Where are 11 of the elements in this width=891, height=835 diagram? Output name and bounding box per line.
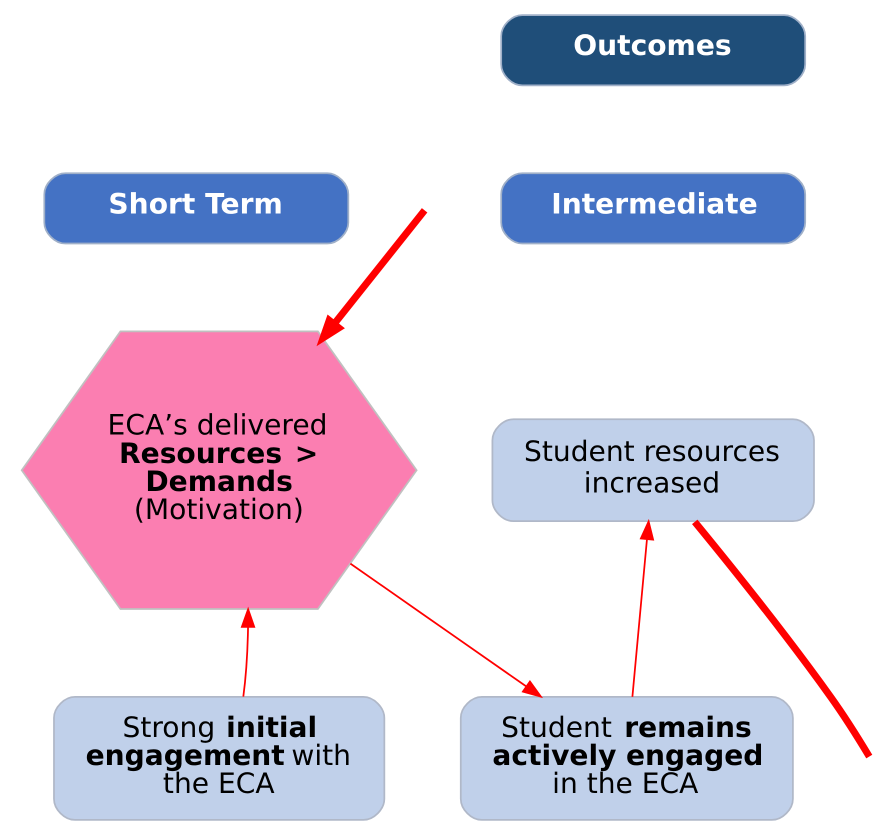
node-box: Short Term <box>42 172 349 244</box>
arrow <box>240 606 255 697</box>
node-box: Outcomes <box>500 14 806 86</box>
node-box: Strong initial engagement with the ECA <box>52 696 385 821</box>
arrow <box>349 562 543 698</box>
connector <box>692 520 872 758</box>
arrow <box>316 208 427 346</box>
arrow <box>631 518 654 697</box>
node-box: Student resources increased <box>491 418 814 522</box>
node-box: Student remains actively engaged in the ECA <box>459 696 794 821</box>
node-box: Intermediate <box>500 172 806 244</box>
